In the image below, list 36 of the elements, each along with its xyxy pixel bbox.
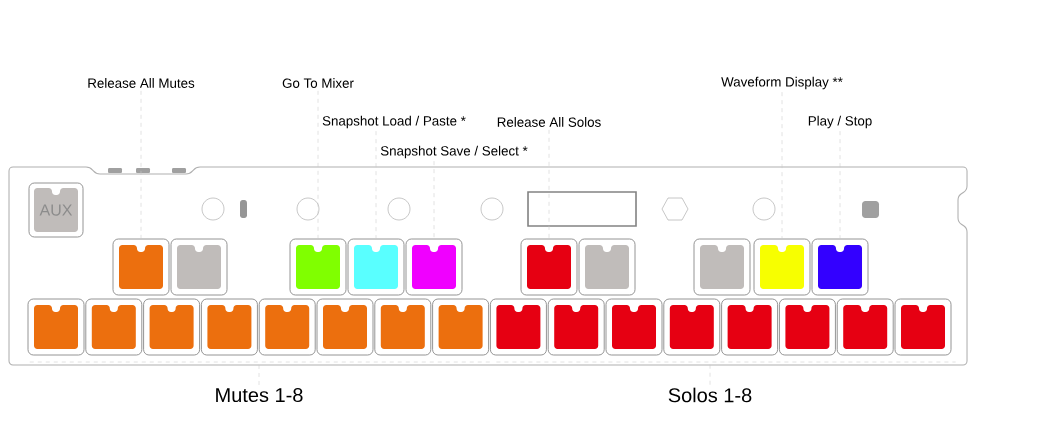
callout-label: Snapshot Save / Select * (380, 145, 528, 159)
pad-button (143, 298, 201, 356)
pad-button (289, 238, 347, 296)
pad-button (316, 298, 374, 356)
group-label: Mutes 1-8 (216, 387, 303, 403)
pad-button (170, 238, 228, 296)
pad-button (489, 298, 547, 356)
callout-label: Go To Mixer (282, 78, 354, 88)
pad-button (347, 238, 405, 296)
pad-button (405, 238, 463, 296)
pad-button (693, 238, 751, 296)
group-label: Solos 1-8 (668, 387, 752, 403)
pad-button (374, 298, 432, 356)
callout-label: Release All Mutes (88, 78, 195, 88)
callout-label: Release All Solos (497, 117, 601, 127)
pad-button (547, 298, 605, 356)
callout-label: Waveform Display ** (721, 76, 843, 90)
pad-button (432, 298, 490, 356)
pad-button (200, 298, 258, 356)
callout-label: Snapshot Load / Paste * (322, 115, 466, 129)
pad-button (27, 298, 85, 356)
pad-button (778, 298, 836, 356)
pad-button (836, 298, 894, 356)
pad-button (753, 238, 811, 296)
bracket-line (496, 361, 956, 363)
pad-button (811, 238, 869, 296)
pad-button (894, 298, 952, 356)
pad-button (112, 238, 170, 296)
pad-button (721, 298, 779, 356)
pad-button (520, 238, 578, 296)
pad-button (85, 298, 143, 356)
pad-button (663, 298, 721, 356)
pad-button (605, 298, 663, 356)
pad-button (578, 238, 636, 296)
pad-button (258, 298, 316, 356)
callout-label: Play / Stop (808, 115, 872, 129)
